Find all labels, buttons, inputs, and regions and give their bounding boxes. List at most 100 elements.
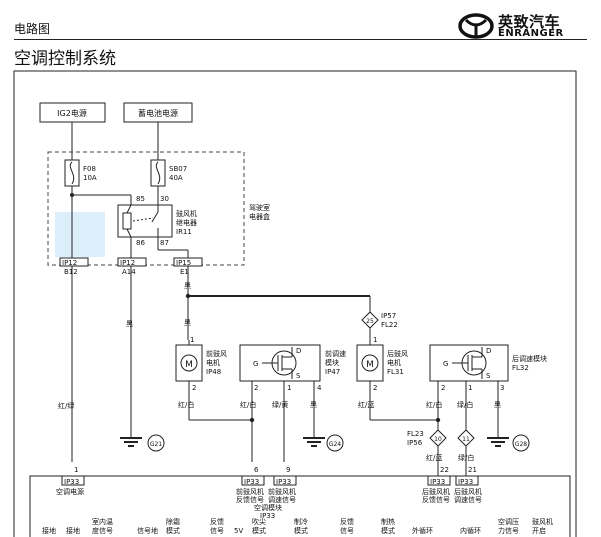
brand-name-en: ENRANGER [498,28,564,39]
bottom-label-sig-ground: 信号地 [137,526,158,535]
ac-connector-ip33-9-label: IP33 [276,478,291,486]
fuse-f08-name: F08 [83,165,96,173]
ground-g28 [512,434,530,452]
front-mosfet-gate: G [253,360,258,368]
rear-module-name: 后调速模块 [512,354,547,363]
ground-g28-label: G28 [515,441,527,448]
bottom-label-defog-2: 模式 [166,526,180,535]
ac-control-module [29,475,571,537]
wire-color-rear-gnd: 黑 [494,401,501,409]
connector-fl22-label: FL22 [381,321,398,329]
rear-motor-name-line1: 后鼓风 [387,349,408,358]
relay-pin-87: 87 [160,239,169,247]
highlight-region [55,212,105,257]
ground-g24-label: G24 [329,441,341,448]
front-module-pin4: 4 [317,384,322,392]
rear-ctrl-line2: 调速信号 [454,495,482,504]
wire-color-front-fb: 红/白 [240,400,256,409]
rear-ctrl-line1: 后鼓风机 [454,487,482,496]
ac-pin21: 21 [468,466,477,474]
front-ctrl-line2: 调速信号 [268,495,296,504]
relay-pin-85: 85 [136,195,145,203]
relay-code: IR11 [176,228,192,236]
connector-a14-pin: A14 [122,268,136,276]
bottom-label-face-1: 吹尖 [252,517,266,526]
connector-ip12-a14 [117,257,147,267]
ground-g21-label: G21 [150,441,162,448]
bottom-label-5v: 5V [234,527,243,535]
front-motor-pin1: 1 [190,336,194,344]
bottom-label-feedback2-1: 反馈 [340,517,354,526]
front-module-pin2: 2 [254,384,258,392]
wire-color-rear-motor-out: 红/蓝 [358,400,374,409]
rear-fb-line1: 后鼓风机 [422,487,450,496]
ac-pin6: 6 [254,466,259,474]
bottom-label-indoor-2: 度信号 [92,526,113,535]
connector-pin11: 11 [462,436,470,443]
front-mosfet-source: S [296,372,301,380]
bottom-label-heat-2: 模式 [381,526,395,535]
ac-pin22: 22 [440,466,449,474]
fuse-sb07-rating: 40A [169,174,183,182]
rear-module-pin1: 1 [468,384,472,392]
wire-color-rear-fb: 红/白 [426,400,442,409]
relay-name-line1: 鼓风机 [176,209,197,218]
front-motor-symbol: M [185,360,193,370]
bottom-label-inner: 内循环 [460,526,481,535]
bottom-label-face-2: 模式 [252,526,266,535]
header-rule [14,39,587,40]
rear-motor-pin1: 1 [373,336,377,344]
ac-connector-ip33-21-label: IP33 [458,478,473,486]
bottom-label-defog-1: 除霜 [166,517,180,526]
ground-g21 [147,434,165,452]
relay-coil [122,212,132,230]
rear-motor-symbol: M [366,360,374,370]
ac-connector-ip33-6-label: IP33 [244,478,259,486]
front-fb-line2: 反馈信号 [236,495,264,504]
fuse-f08 [64,159,80,187]
ac-pin9: 9 [286,466,290,474]
connector-ip15-label: IP15 [176,259,191,267]
rear-module-pin2: 2 [441,384,445,392]
wire-color-front-motor: 黑 [184,319,191,327]
front-fb-line1: 前鼓风机 [236,487,264,496]
bottom-label-feedback2-2: 信号 [340,526,354,535]
connector-e1-pin: E1 [180,268,189,276]
wire-color-front-ctrl: 绿/黄 [272,400,288,409]
fuse-box-name-line2: 电器盒 [249,212,270,221]
bottom-label-ac-press-2: 力信号 [498,526,519,535]
connector-fl23-label: FL23 [407,430,424,438]
wire-color-rear-ctrl: 绿/白 [457,400,473,409]
rear-module-pin3: 3 [500,384,504,392]
rear-motor-code: FL31 [387,368,404,376]
ac-power-label: 空调电源 [56,487,84,496]
brand-emblem-icon [458,13,494,39]
bottom-label-ground2: 接地 [66,526,80,535]
ac-module-name: 空调模块 [254,503,282,512]
page-title: 空调控制系统 [14,49,116,69]
rear-module-code: FL32 [512,364,529,372]
ac-pin1: 1 [74,466,78,474]
connector-ip56-label: IP56 [407,439,423,447]
diagram-frame [13,70,577,537]
front-ctrl-line1: 前鼓风机 [268,487,296,496]
front-motor-pin2: 2 [192,384,196,392]
rear-mosfet-gate: G [443,360,448,368]
connector-pin10: 10 [434,436,442,443]
rear-mosfet-drain: D [486,347,491,355]
front-module-pin1: 1 [287,384,291,392]
connector-ip57-pin: 25 [366,318,374,325]
wire-color-a14: 黑 [126,320,133,328]
battery-power-label: 蓄电池电源 [138,108,178,118]
brand-name-cn: 英致汽车 [498,13,561,31]
wire-color-b12: 红/绿 [58,401,74,410]
ac-connector-ip33-1 [61,475,85,486]
ac-connector-ip33-22-label: IP33 [430,478,445,486]
rear-fb-line2: 反馈信号 [422,495,450,504]
connector-b12-pin: B12 [64,268,78,276]
connector-ip57-label: IP57 [381,312,396,320]
front-speed-module [239,344,321,382]
wire-color-rear-ctrl-out: 绿/白 [458,453,474,462]
bottom-label-ac-press-1: 空调压 [498,517,519,526]
